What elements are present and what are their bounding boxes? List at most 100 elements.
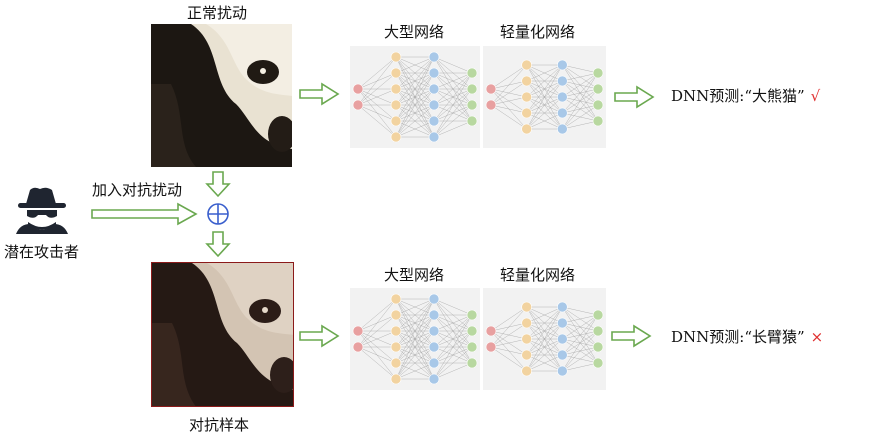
network-edge — [433, 104, 473, 138]
network-edge — [526, 306, 563, 356]
network-edge — [395, 104, 435, 138]
network-node — [592, 325, 604, 337]
prediction-top: DNN预测:“大熊猫”√ — [671, 87, 820, 105]
panda-image-original — [151, 24, 292, 167]
network-node — [390, 131, 402, 143]
network-edge — [490, 346, 527, 372]
network-edge — [357, 104, 397, 122]
network-edge — [562, 314, 599, 340]
large-network-graph-bottom — [352, 293, 478, 385]
network-edge — [395, 298, 435, 364]
network-edge — [490, 96, 527, 106]
network-edge — [490, 346, 527, 356]
network-edge — [562, 346, 599, 372]
network-node — [428, 51, 440, 63]
network-edge — [526, 64, 563, 114]
network-edge — [395, 314, 435, 380]
network-edge — [395, 298, 435, 332]
hollow-arrow-icon — [206, 231, 230, 257]
network-node — [466, 83, 478, 95]
network-edge — [562, 104, 599, 130]
network-node — [521, 91, 532, 103]
network-node — [428, 325, 440, 337]
network-edge — [526, 354, 563, 372]
network-node — [521, 365, 532, 377]
network-node — [521, 59, 532, 71]
network-node — [557, 365, 568, 377]
network-edge — [490, 306, 527, 332]
network-node — [390, 67, 402, 79]
network-edge — [433, 72, 473, 106]
large-network-label-top: 大型网络 — [384, 23, 445, 41]
network-edge — [562, 306, 599, 316]
network-node — [485, 99, 497, 111]
hacker-icon — [16, 187, 68, 234]
network-edge — [562, 314, 599, 356]
network-node — [592, 357, 604, 369]
prediction-bottom: DNN预测:“长臂猿”× — [671, 328, 823, 346]
network-node — [428, 83, 440, 95]
network-edge — [433, 330, 473, 380]
network-node — [485, 325, 497, 337]
network-node — [352, 99, 364, 111]
network-edge — [395, 56, 435, 106]
network-edge — [357, 330, 397, 348]
network-edge — [526, 64, 563, 82]
network-node — [466, 309, 478, 321]
network-edge — [433, 314, 473, 348]
network-edge — [395, 56, 435, 90]
network-edge — [490, 64, 527, 106]
network-node — [592, 309, 604, 321]
network-edge — [357, 346, 397, 364]
network-edge — [433, 120, 473, 138]
attacker-label: 潜在攻击者 — [4, 243, 80, 261]
network-node — [521, 333, 532, 345]
network-node — [521, 317, 532, 329]
network-edge — [357, 72, 397, 106]
network-node — [390, 115, 402, 127]
network-edge — [526, 112, 563, 130]
network-edge — [433, 314, 473, 380]
network-node — [521, 301, 532, 313]
network-node — [428, 131, 440, 143]
network-node — [428, 357, 440, 369]
network-edge — [433, 346, 473, 380]
network-node — [390, 341, 402, 353]
network-node — [557, 75, 568, 87]
network-edge — [490, 104, 527, 114]
network-edge — [433, 72, 473, 90]
network-edge — [562, 72, 599, 114]
network-edge — [526, 338, 563, 372]
network-edge — [490, 104, 527, 130]
lightweight-network-label-bottom: 轻量化网络 — [500, 266, 576, 284]
network-edge — [357, 56, 397, 106]
network-node — [521, 123, 532, 135]
network-node — [557, 333, 568, 345]
network-edge — [433, 314, 473, 364]
network-edge — [395, 298, 435, 348]
network-edge — [526, 80, 563, 130]
network-node — [466, 115, 478, 127]
hollow-arrow-icon — [206, 171, 230, 197]
network-node — [390, 357, 402, 369]
network-node — [390, 373, 402, 385]
network-edge — [357, 298, 397, 332]
network-edge — [526, 64, 563, 130]
network-edge — [395, 56, 435, 74]
network-edge — [562, 362, 599, 372]
network-node — [428, 341, 440, 353]
lightweight-network-label-top: 轻量化网络 — [500, 23, 576, 41]
network-edge — [526, 322, 563, 372]
network-node — [352, 83, 364, 95]
network-node — [390, 325, 402, 337]
network-edge — [395, 120, 435, 138]
network-node — [428, 309, 440, 321]
network-edge — [357, 346, 397, 380]
network-edge — [526, 64, 563, 98]
network-node — [557, 123, 568, 135]
network-edge — [490, 338, 527, 348]
cross-mark-icon: × — [810, 328, 824, 346]
network-node — [592, 67, 604, 79]
network-edge — [433, 72, 473, 122]
